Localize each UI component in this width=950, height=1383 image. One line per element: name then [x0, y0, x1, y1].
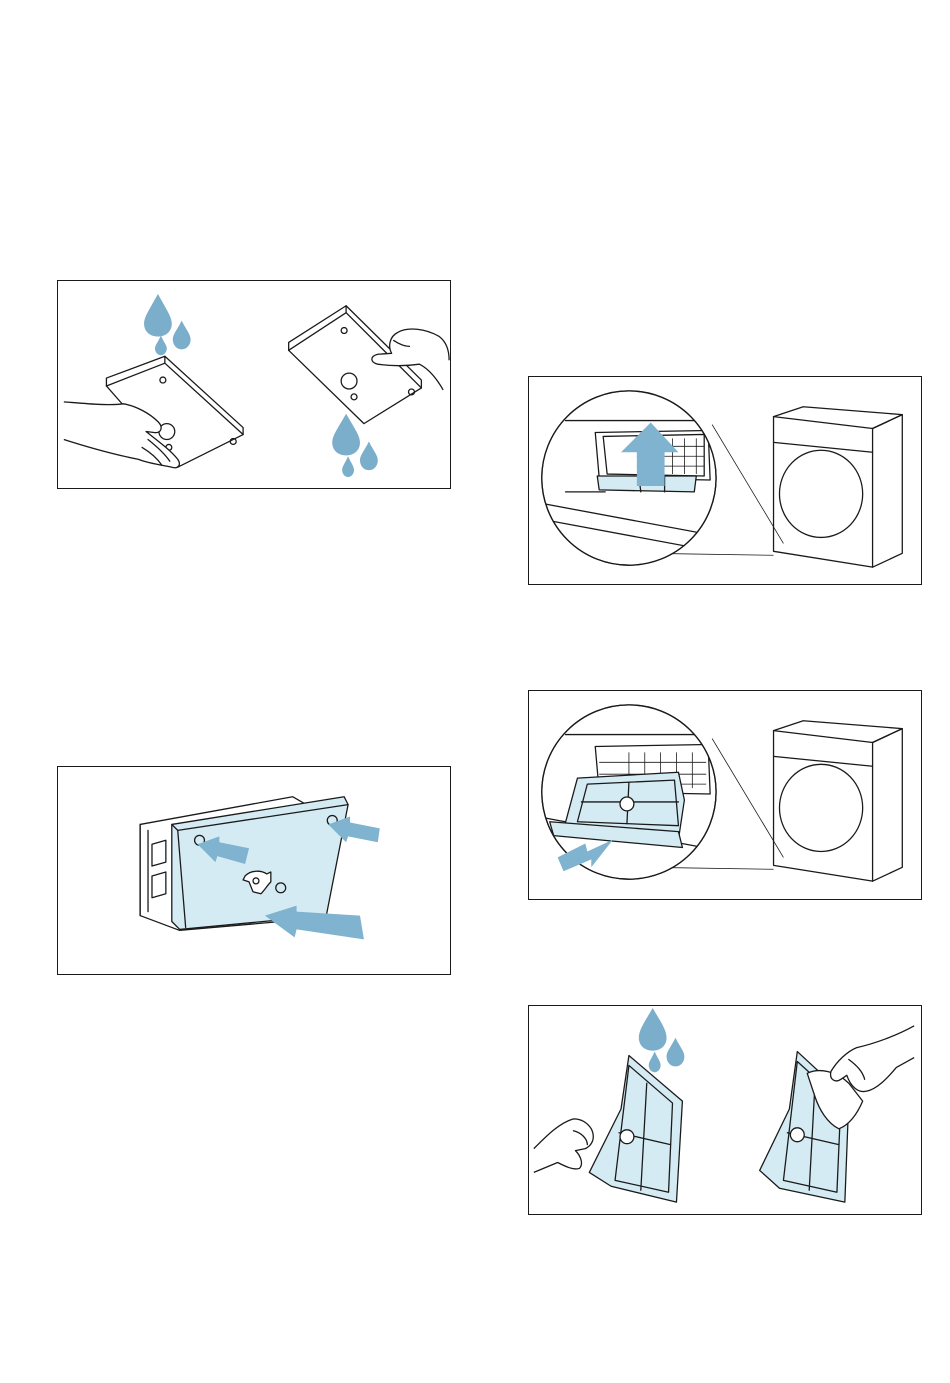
water-drop-icon: [639, 1008, 667, 1051]
illustration-lift-filter-flap: [528, 376, 922, 585]
insert-filter-plate-drawing: [58, 767, 450, 974]
dryer-icon: [774, 721, 903, 881]
hand-icon: [534, 1119, 593, 1172]
illustration-clean-fluff-filter: [528, 1005, 922, 1215]
water-drop-icon: [649, 1052, 661, 1073]
dryer-icon: [774, 407, 903, 567]
water-drop-icon: [360, 441, 378, 470]
illustration-rinse-filter-plate: [57, 280, 451, 489]
water-drop-icon: [155, 335, 167, 355]
water-drop-icon: [332, 414, 360, 456]
water-drop-icon: [342, 456, 354, 477]
illustration-insert-filter-plate: [57, 766, 451, 975]
water-drop-icon: [667, 1038, 685, 1067]
clean-fluff-filter-drawing: [529, 1006, 921, 1214]
water-drop-icon: [144, 294, 172, 337]
water-drop-icon: [173, 321, 191, 350]
lift-filter-flap-drawing: [529, 377, 921, 584]
rinse-filter-plate-drawing: [58, 281, 450, 488]
pull-out-filter-drawing: [529, 691, 921, 899]
illustration-pull-out-filter: [528, 690, 922, 900]
